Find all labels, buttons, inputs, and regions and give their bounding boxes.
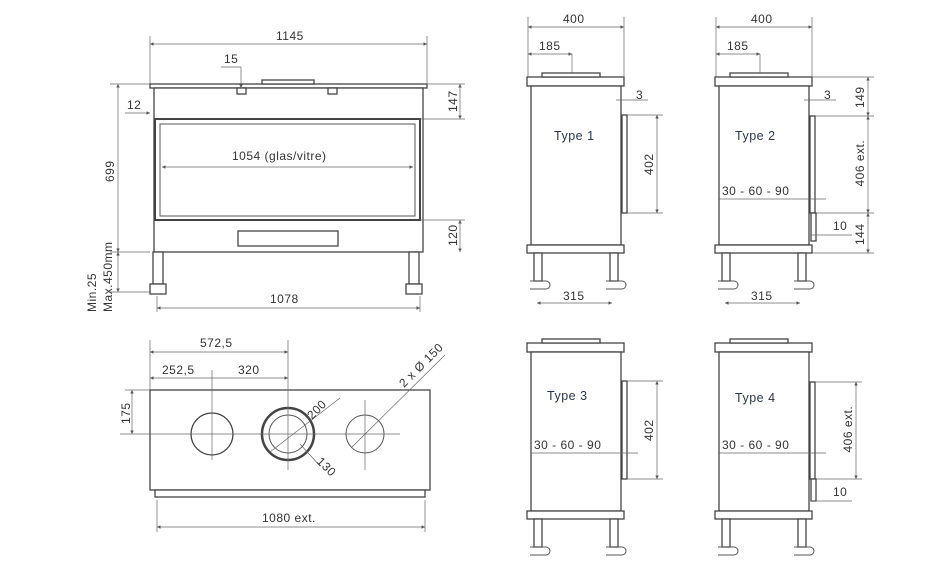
dim-147: 147 bbox=[446, 90, 460, 112]
dim-gap: 3 bbox=[824, 88, 831, 102]
leg-foot-icon bbox=[606, 280, 627, 290]
dim-572-5: 572,5 bbox=[200, 336, 233, 350]
dim-offset: 185 bbox=[539, 39, 561, 53]
dim-width: 400 bbox=[751, 12, 773, 26]
dim-door-height: 406 ext. bbox=[853, 140, 867, 187]
dim-small-gap: 10 bbox=[833, 485, 847, 499]
leg-foot-icon bbox=[718, 546, 739, 556]
dim-small-gap: 10 bbox=[833, 219, 847, 233]
dim-door-height: 402 bbox=[642, 419, 656, 441]
front-view: 1145 15 12 1054 (glas/vitre) 699 Min.25 … bbox=[85, 29, 465, 312]
dim-12: 12 bbox=[127, 98, 141, 112]
dim-120: 120 bbox=[446, 224, 460, 246]
leg-foot-icon bbox=[794, 546, 815, 556]
dim-door-height: 406 ext. bbox=[841, 406, 855, 453]
type-label: Type 3 bbox=[547, 389, 588, 403]
leg-min: Min.25 bbox=[85, 273, 99, 312]
dim-leg-spacing: 315 bbox=[751, 289, 773, 303]
dim-15: 15 bbox=[224, 52, 238, 66]
dim-699: 699 bbox=[103, 160, 117, 182]
top-view: 572,5 252,5 320 175 200 130 2 x Ø 150 10… bbox=[119, 336, 446, 532]
dim-1054-glass: 1054 (glas/vitre) bbox=[232, 149, 327, 163]
leg-max: Max.450mm bbox=[101, 241, 115, 312]
leg-foot-icon bbox=[606, 546, 627, 556]
leg-foot-icon bbox=[530, 280, 551, 290]
dim-175: 175 bbox=[119, 402, 133, 424]
side-view-type-3: Type 3 402 30 - 60 - 90 bbox=[526, 338, 663, 556]
type-label: Type 4 bbox=[735, 391, 776, 405]
flue-options: 30 - 60 - 90 bbox=[722, 184, 789, 198]
dim-top-height: 149 bbox=[853, 86, 867, 108]
dim-1145: 1145 bbox=[276, 29, 304, 43]
dim-252-5: 252,5 bbox=[162, 363, 195, 377]
dim-offset: 185 bbox=[727, 39, 749, 53]
dim-bottom-height: 144 bbox=[853, 223, 867, 245]
dim-width: 400 bbox=[563, 12, 585, 26]
dim-door-height: 402 bbox=[642, 153, 656, 175]
dim-320: 320 bbox=[238, 363, 260, 377]
dim-1078: 1078 bbox=[270, 292, 299, 306]
side-view-type-4: Type 4 406 ext. 30 - 60 - 90 10 bbox=[714, 338, 862, 556]
flue-options: 30 - 60 - 90 bbox=[534, 438, 601, 452]
dim-2x150: 2 x Ø 150 bbox=[396, 340, 446, 390]
dim-1080-ext: 1080 ext. bbox=[262, 511, 316, 525]
leg-foot-icon bbox=[794, 280, 815, 290]
type-label: Type 1 bbox=[554, 129, 595, 143]
flue-options: 30 - 60 - 90 bbox=[722, 438, 789, 452]
leg-foot-icon bbox=[718, 280, 739, 290]
dim-leg-spacing: 315 bbox=[563, 289, 585, 303]
leg-foot-icon bbox=[530, 546, 551, 556]
type-label: Type 2 bbox=[735, 129, 776, 143]
dim-gap: 3 bbox=[636, 88, 643, 102]
